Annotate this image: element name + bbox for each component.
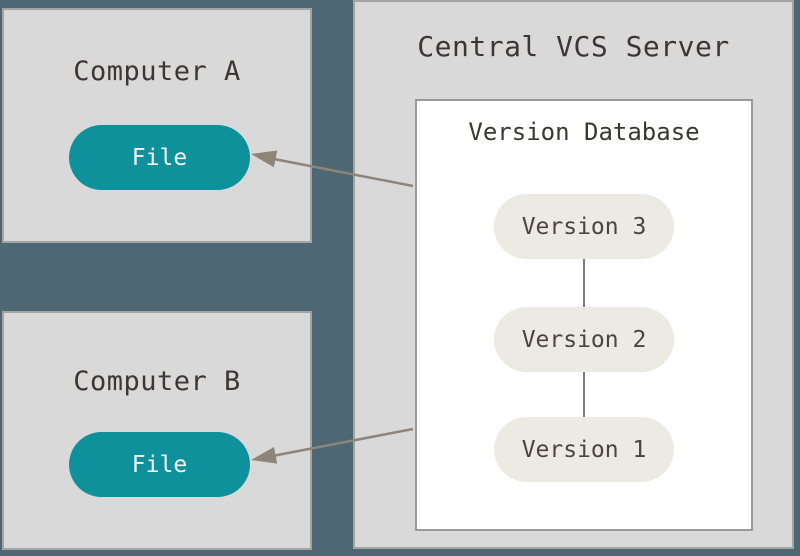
- version-database-box: Version Database Version 3 Version 2 Ver…: [415, 99, 753, 531]
- version-2-node: Version 2: [494, 307, 674, 372]
- central-vcs-server-box: Central VCS Server Version Database Vers…: [353, 0, 794, 549]
- computer-b-title: Computer B: [73, 366, 241, 397]
- file-node-computer-a: File: [69, 125, 250, 190]
- version-1-node: Version 1: [494, 417, 674, 482]
- version-3-node: Version 3: [494, 194, 674, 259]
- version-database-title: Version Database: [468, 118, 700, 146]
- file-node-computer-b: File: [69, 432, 250, 497]
- central-vcs-server-title: Central VCS Server: [417, 30, 730, 63]
- computer-a-title: Computer A: [73, 56, 241, 87]
- computer-b-box: Computer B File: [2, 311, 312, 550]
- computer-a-box: Computer A File: [2, 8, 312, 243]
- connector-version2-version1: [583, 372, 585, 417]
- connector-version3-version2: [583, 259, 585, 307]
